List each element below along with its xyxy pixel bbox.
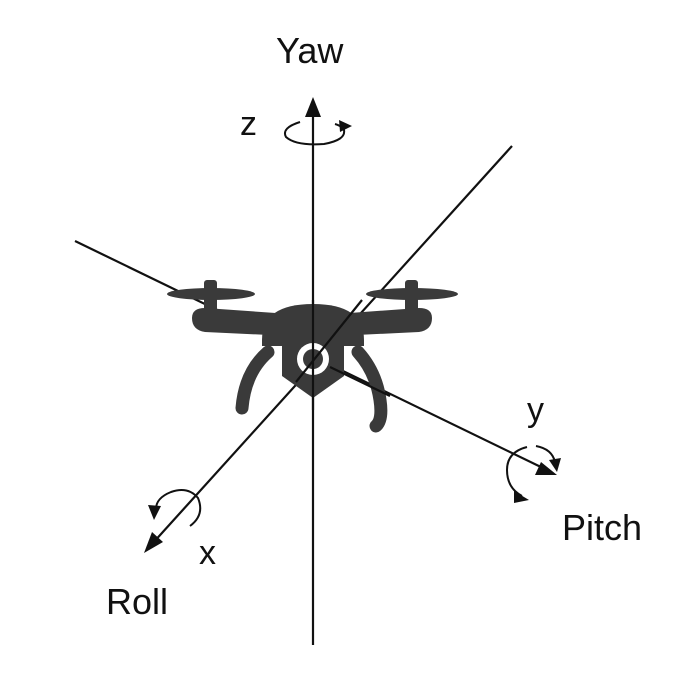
z-axis-arrowhead <box>305 97 321 117</box>
quadcopter-drone-icon <box>167 280 458 433</box>
x-axis-arrowhead <box>144 532 163 553</box>
pitch-label: Pitch <box>562 507 642 548</box>
x-axis-label: x <box>199 534 216 572</box>
y-axis-label: y <box>527 391 544 429</box>
z-axis-label: z <box>240 105 257 143</box>
yaw-label: Yaw <box>276 30 344 71</box>
yaw-rotation-arrow-icon <box>284 120 352 146</box>
roll-label: Roll <box>106 581 168 622</box>
y-axis-arrowhead <box>535 462 557 475</box>
pitch-rotation-arrow-icon <box>505 445 561 503</box>
axis-lines-front <box>295 299 391 410</box>
roll-rotation-arrow-icon <box>148 489 202 527</box>
